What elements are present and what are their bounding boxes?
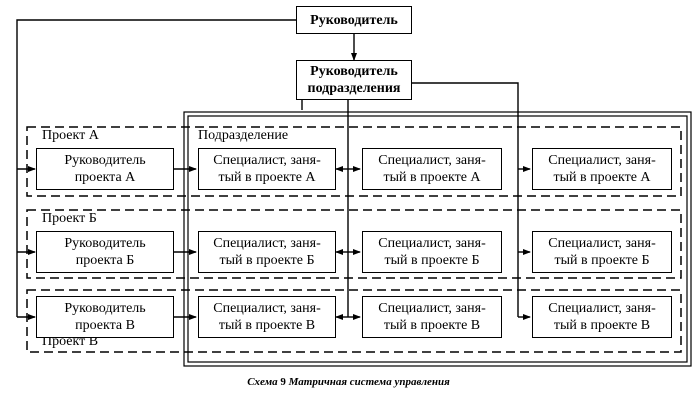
spec-b-col1-label: Специалист, заня- тый в проекте Б [213, 236, 321, 268]
spec-a-col1: Специалист, заня- тый в проекте А [198, 148, 336, 190]
caption-number: 9 [280, 376, 286, 388]
spec-a-col3: Специалист, заня- тый в проекте А [532, 148, 672, 190]
dept-head-box: Руководитель подразделения [296, 60, 412, 100]
caption-scheme: Схема [247, 376, 278, 388]
project-v-frame [26, 289, 682, 353]
diagram-caption: Схема 9 Матричная система управления [0, 376, 697, 388]
head-to-bus-line [16, 19, 296, 317]
spec-v-col2: Специалист, заня- тый в проекте В [362, 296, 502, 338]
manager-a-label: Руководитель проекта А [64, 153, 146, 185]
manager-v-box: Руководитель проекта В [36, 296, 174, 338]
spec-b-col1: Специалист, заня- тый в проекте Б [198, 231, 336, 273]
manager-v-label: Руководитель проекта В [64, 301, 146, 333]
department-frame-outer [183, 111, 692, 367]
spec-a-col2-label: Специалист, заня- тый в проекте А [378, 153, 486, 185]
department-label: Подразделение [196, 128, 291, 144]
spec-a-col1-label: Специалист, заня- тый в проекте А [213, 153, 321, 185]
spec-b-col3: Специалист, заня- тый в проекте Б [532, 231, 672, 273]
spec-v-col3: Специалист, заня- тый в проекте В [532, 296, 672, 338]
head-box: Руководитель [296, 6, 412, 34]
spec-v-col1: Специалист, заня- тый в проекте В [198, 296, 336, 338]
caption-title: Матричная система управления [288, 376, 450, 388]
project-b-frame [26, 209, 682, 279]
spec-v-col1-label: Специалист, заня- тый в проекте В [213, 301, 321, 333]
spec-b-col2: Специалист, заня- тый в проекте Б [362, 231, 502, 273]
manager-a-box: Руководитель проекта А [36, 148, 174, 190]
spec-v-col2-label: Специалист, заня- тый в проекте В [378, 301, 486, 333]
spec-a-col3-label: Специалист, заня- тый в проекте А [548, 153, 656, 185]
spec-b-col3-label: Специалист, заня- тый в проекте Б [548, 236, 656, 268]
spec-v-col3-label: Специалист, заня- тый в проекте В [548, 301, 656, 333]
manager-b-box: Руководитель проекта Б [36, 231, 174, 273]
manager-b-label: Руководитель проекта Б [64, 236, 146, 268]
project-b-label: Проект Б [40, 211, 99, 227]
head-label: Руководитель [310, 12, 398, 28]
dept-bus-col3 [408, 82, 519, 317]
department-frame-inner [187, 115, 688, 363]
spec-b-col2-label: Специалист, заня- тый в проекте Б [378, 236, 486, 268]
dept-head-label: Руководитель подразделения [307, 64, 401, 96]
project-a-label: Проект А [40, 128, 101, 144]
project-a-frame [26, 126, 682, 197]
spec-a-col2: Специалист, заня- тый в проекте А [362, 148, 502, 190]
